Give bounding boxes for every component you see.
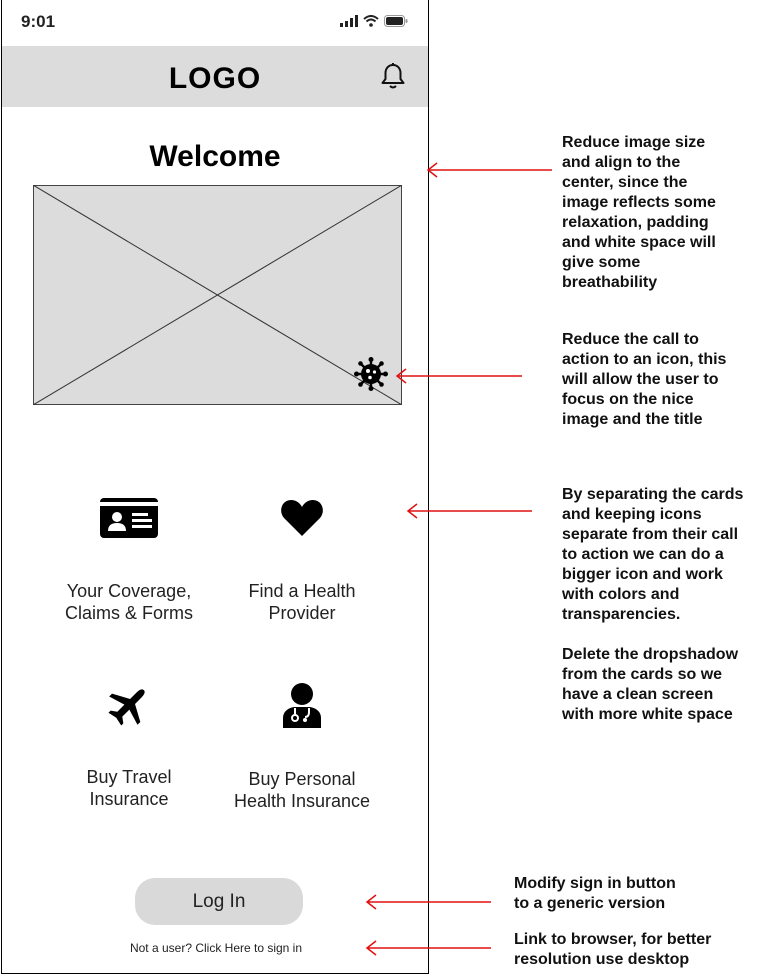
arrow-icon [395,368,522,384]
card-label: Buy Personal [248,769,356,789]
card-coverage[interactable]: Your Coverage, Claims & Forms [39,493,219,624]
id-card-icon [100,498,158,538]
card-label: Buy Travel [86,767,172,787]
card-label: Find a Health [248,581,356,601]
heart-icon [281,500,323,536]
battery-icon [384,15,408,27]
arrow-icon [406,503,532,519]
doctor-icon [283,683,321,728]
card-label: Claims & Forms [64,603,193,623]
arrow-icon [426,162,552,178]
card-travel-insurance[interactable]: Buy Travel Insurance [39,680,219,810]
bell-icon[interactable] [380,62,406,90]
card-label: Insurance [89,789,169,809]
card-label: Provider [268,603,336,623]
page-title: Welcome [149,140,281,173]
hero-image-placeholder [33,185,402,405]
arrow-icon [365,940,491,956]
phone-screen: 9:01 LOGO Welcome [1,0,429,974]
wifi-icon [363,15,379,27]
app-header: LOGO [2,46,428,107]
arrow-icon [365,894,491,910]
card-label: Your Coverage, [66,581,192,601]
logo: LOGO [168,62,262,95]
card-health-insurance[interactable]: Buy Personal Health Insurance [212,680,392,812]
status-time: 9:01 [21,12,56,31]
signal-icon [340,15,358,27]
login-button[interactable]: Log In [135,878,303,925]
status-icons [340,15,408,27]
airplane-icon [108,689,145,726]
signin-link[interactable]: Not a user? Click Here to sign in [129,941,303,955]
virus-icon[interactable] [354,357,388,391]
card-find-provider[interactable]: Find a Health Provider [212,493,392,624]
card-label: Health Insurance [233,791,371,811]
